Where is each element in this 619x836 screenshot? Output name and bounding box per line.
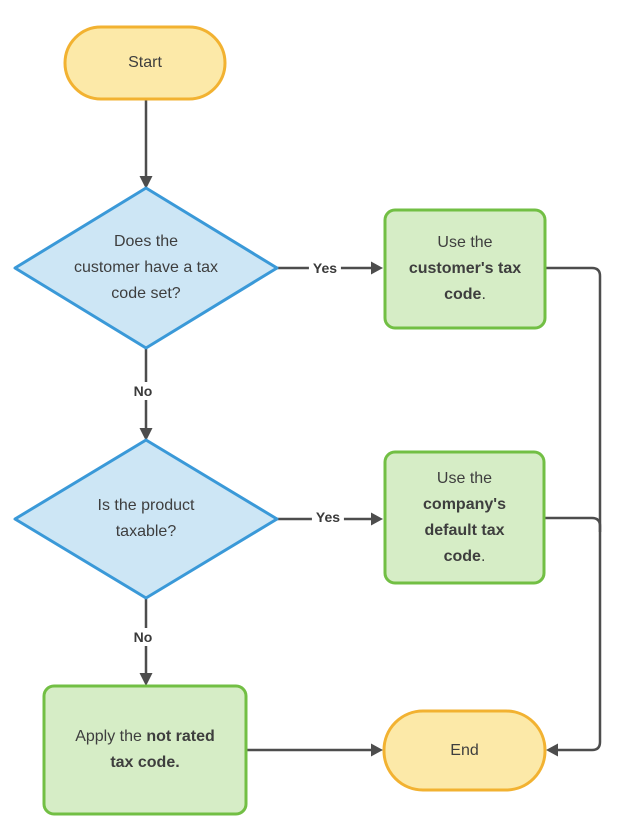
decision-line: customer have a tax	[73, 259, 219, 276]
connector-customer-rail-to-end	[545, 266, 602, 752]
decision-customer-tax-label: Does the customer have a tax code set?	[36, 212, 256, 324]
process-customer-tax-label: Use the customer's tax code.	[408, 234, 522, 303]
arrowhead-down-icon	[139, 176, 153, 189]
process-customer-tax-shape	[383, 208, 547, 330]
end-node-shape	[382, 709, 547, 792]
process-company-default-label: Use the company's default tax code.	[423, 469, 506, 565]
edge-label-no-2: No	[129, 628, 157, 646]
decision-line: Is the product	[97, 497, 195, 514]
arrowhead-down-icon	[139, 428, 153, 441]
decision-line: taxable?	[115, 523, 177, 540]
arrowhead-right-icon	[371, 261, 383, 275]
decision-line: code set?	[111, 285, 181, 302]
decision-shapes	[13, 186, 279, 600]
process-not-rated-label: Apply the not rated tax code.	[75, 728, 215, 771]
process-shapes	[42, 208, 547, 816]
start-node-shape	[63, 25, 227, 101]
decision-product-taxable-shape	[13, 438, 279, 600]
decision-customer-tax-shape	[13, 186, 279, 350]
terminator-shapes	[63, 25, 547, 792]
start-node-label: Start	[128, 54, 162, 71]
edge-label-no-1: No	[129, 382, 157, 400]
decision-line: Does the	[113, 233, 179, 250]
edge-label-yes-1: Yes	[308, 259, 342, 277]
process-not-rated-shape	[42, 684, 248, 816]
edge-label-yes-2: Yes	[311, 508, 345, 526]
arrowhead-right-icon	[371, 512, 383, 526]
process-company-default-shape	[383, 450, 546, 585]
end-node-label: End	[450, 741, 479, 759]
arrowhead-right-icon	[371, 743, 383, 757]
arrowhead-down-icon	[139, 673, 153, 686]
arrowhead-left-icon	[546, 743, 558, 757]
arrowheads	[139, 176, 558, 757]
connector-lines	[144, 99, 602, 752]
decision-product-taxable-label: Is the product taxable?	[36, 463, 256, 575]
connector-company-to-rail	[544, 516, 602, 532]
